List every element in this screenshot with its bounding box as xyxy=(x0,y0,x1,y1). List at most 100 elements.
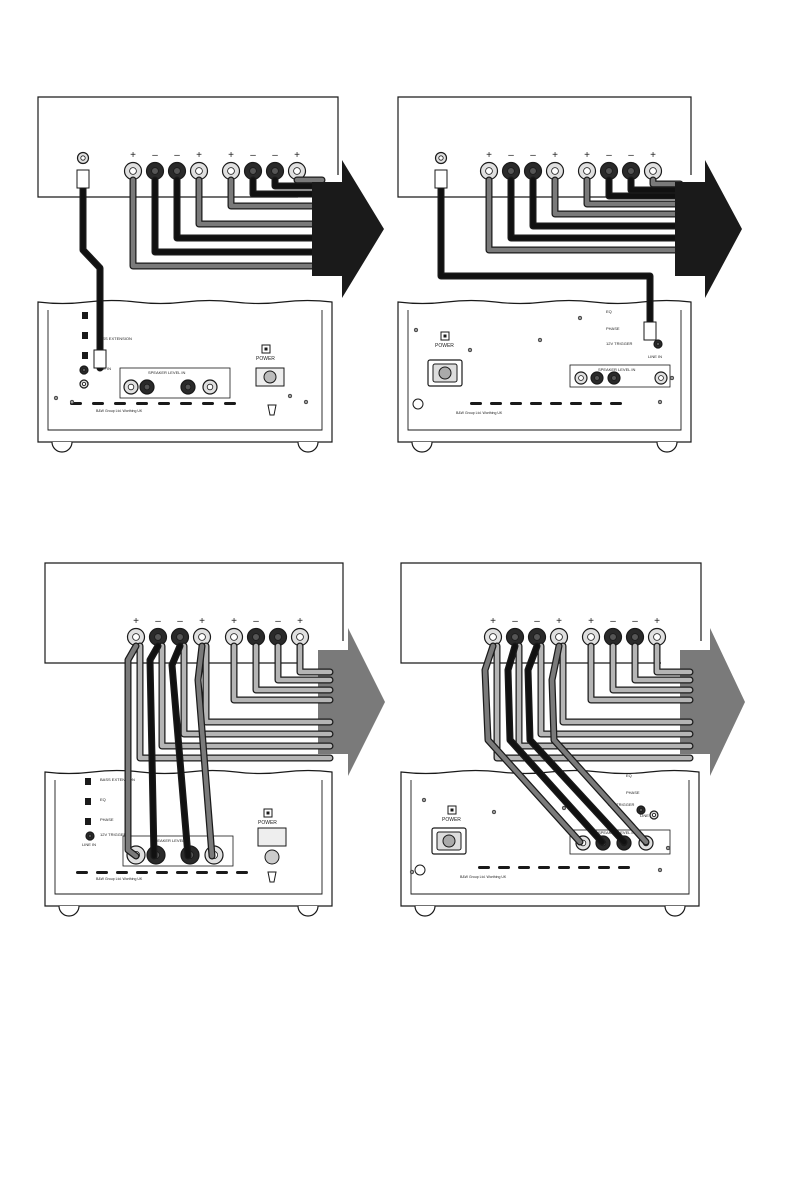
speaker-wire-3 xyxy=(173,176,326,242)
vent-slot-8 xyxy=(618,866,630,869)
sub-wire-2 xyxy=(504,642,606,846)
line-plug-bottom xyxy=(643,321,657,341)
amp-terminal-1-core xyxy=(489,633,497,641)
amp-terminal-8 xyxy=(643,161,663,181)
vent-slot-3 xyxy=(116,871,128,874)
sub-wire-1-core xyxy=(125,643,139,859)
power-label: POWER xyxy=(435,343,454,349)
dip-switch-1 xyxy=(82,312,88,319)
sub-wire-1-core xyxy=(482,643,583,845)
speaker-wire-2 xyxy=(507,176,684,242)
vent-slot-7 xyxy=(196,871,208,874)
chassis-screw-6 xyxy=(409,869,415,875)
line-cable-core xyxy=(438,182,653,328)
amp-terminal-2-core xyxy=(154,633,162,641)
pass-through-wire-5 xyxy=(230,642,334,704)
speaker-wire-4-core xyxy=(552,177,683,217)
pass-through-wire-8-core xyxy=(297,643,333,675)
speaker-wire-4-core xyxy=(196,177,325,227)
amp-line-out-socket-core xyxy=(438,155,444,161)
dip-switch-1 xyxy=(85,778,91,785)
vent-slot-7 xyxy=(202,402,214,405)
speaker-level-box xyxy=(569,364,671,388)
vent-slot-8 xyxy=(224,402,236,405)
foot-2 xyxy=(297,905,319,917)
vent-slot-1 xyxy=(470,402,482,405)
vent-slot-2 xyxy=(96,871,108,874)
speaker-wire-7 xyxy=(627,176,684,194)
line-in-label: LINE IN xyxy=(640,813,654,818)
amp-terminal-4 xyxy=(545,161,565,181)
amp-terminal-8-sign: + xyxy=(294,150,300,161)
vent-slot-6 xyxy=(176,871,188,874)
maker-line-1: B&W Group Ltd. Worthing UK xyxy=(456,411,503,415)
line-cable xyxy=(437,181,654,329)
trigger-socket-core xyxy=(656,341,661,346)
trigger-socket xyxy=(85,831,95,841)
phase-label: PHASE xyxy=(606,326,620,331)
signal-arrow xyxy=(318,628,385,776)
vent-slot-5 xyxy=(558,866,570,869)
pass-through-wire-7 xyxy=(274,642,334,684)
power-icon-dot xyxy=(264,347,268,351)
pass-through-wire-8 xyxy=(653,642,694,676)
line-plug-bottom xyxy=(93,349,107,369)
amp-terminal-8-sign: + xyxy=(654,616,660,627)
sub-terminal-3 xyxy=(180,379,196,395)
amp-terminal-6 xyxy=(599,161,619,181)
amp-line-out-socket xyxy=(76,151,90,165)
amp-terminal-6 xyxy=(603,627,623,647)
trigger-socket xyxy=(653,339,663,349)
mains-inlet-icon xyxy=(431,827,467,855)
vent-slot-9 xyxy=(236,871,248,874)
speaker-wire-6-core xyxy=(606,177,683,199)
sub-terminal-2-core xyxy=(143,383,151,391)
subwoofer-chassis: BASS EXTENSIONLINE INLFESPEAKER LEVEL IN… xyxy=(37,299,333,453)
line-cable-core xyxy=(80,182,103,371)
amp-terminal-8 xyxy=(290,627,310,647)
foot-1 xyxy=(58,905,80,917)
sub-terminal-4 xyxy=(654,371,668,385)
ground-icon xyxy=(414,864,426,876)
vent-slot-1 xyxy=(76,871,88,874)
amp-terminal-7-sign: – xyxy=(628,150,634,161)
speaker-level-label: SPEAKER LEVEL IN xyxy=(598,367,636,372)
pass-through-wire-1 xyxy=(493,642,694,762)
subwoofer-outline xyxy=(400,769,700,907)
amp-terminal-8-core xyxy=(293,167,301,175)
amp-terminal-5 xyxy=(221,161,241,181)
amp-terminal-8-sign: + xyxy=(297,616,303,627)
amp-terminal-3-sign: – xyxy=(177,616,183,627)
amplifier-box xyxy=(37,96,339,198)
vent-slot-1 xyxy=(478,866,490,869)
amp-terminal-6-core xyxy=(605,167,613,175)
pass-through-wire-8 xyxy=(296,642,334,676)
signal-arrow xyxy=(680,628,745,776)
line-cable xyxy=(79,181,104,372)
pass-through-wire-5-core xyxy=(231,643,333,703)
sub-terminal-2 xyxy=(590,371,604,385)
dip-switch-2 xyxy=(85,798,91,805)
power-block: POWER xyxy=(435,331,454,349)
chassis-screw-2 xyxy=(467,347,473,353)
sub-terminal-1-core xyxy=(578,375,584,381)
vent-slot-4 xyxy=(136,402,148,405)
chassis-screw-3 xyxy=(303,399,309,405)
amp-terminal-3-sign: – xyxy=(174,150,180,161)
subwoofer-inner-panel xyxy=(410,780,690,895)
vent-slot-3 xyxy=(518,866,530,869)
power-block: POWER xyxy=(442,805,461,823)
lfe-socket-core xyxy=(652,813,657,818)
pass-through-wire-4 xyxy=(559,642,694,726)
amp-terminal-6-sign: – xyxy=(610,616,616,627)
sub-wire-3 xyxy=(524,642,628,846)
weee-bin-icon xyxy=(267,404,277,416)
signal-arrow xyxy=(675,160,742,298)
amp-terminal-5-sign: + xyxy=(588,616,594,627)
chassis-screw-3 xyxy=(537,337,543,343)
